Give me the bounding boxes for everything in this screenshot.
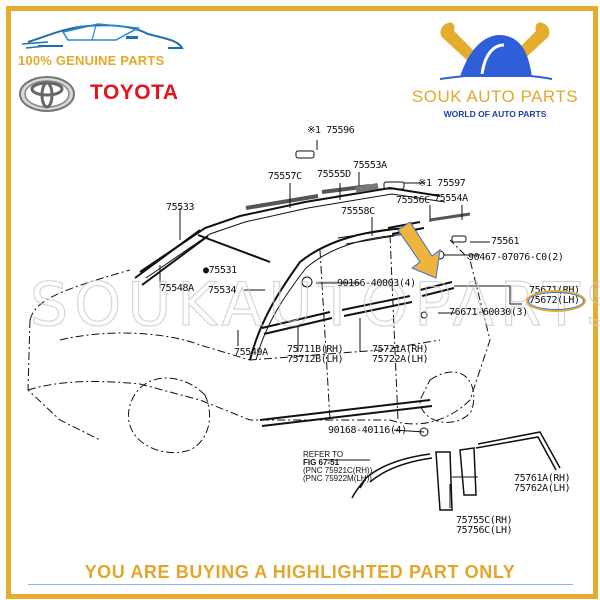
store-name: SOUK AUTO PARTS [411, 87, 579, 106]
purchase-notice: YOU ARE BUYING A HIGHLIGHTED PART ONLY [84, 562, 516, 582]
part-label-75531: ●75531 [203, 265, 237, 276]
part-label-75557c: 75557C [268, 171, 302, 182]
highlight-oval [526, 290, 586, 312]
part-label-75553a: 75553A [353, 160, 387, 171]
part-label-75762a-lh: 75762A(LH) [514, 483, 571, 494]
refer-note-line4: (PNC 75922M(LH)) [303, 474, 372, 483]
souk-auto-parts-logo: SOUK AUTO PARTS WORLD OF AUTO PARTS [400, 10, 590, 120]
highlight-arrow-icon [397, 221, 441, 279]
refer-note-line1: REFER TO [303, 450, 344, 459]
part-label-90467-07076: 90467-07076-C0(2) [468, 252, 564, 263]
part-label-75548a: 75548A [160, 283, 194, 294]
part-label-75761a-rh: 75761A(RH) [514, 473, 571, 484]
part-label-75711b-rh: 75711B(RH) [287, 344, 344, 355]
part-label-75596: ※1 75596 [307, 125, 355, 136]
part-label-75712b-lh: 75712B(LH) [287, 354, 344, 365]
toyota-emblem-icon [19, 76, 75, 112]
gold-frame [6, 6, 598, 599]
part-label-90166-40003: 90166-40003(4) [337, 278, 416, 289]
part-label-75722a-lh: 75722A(LH) [372, 354, 429, 365]
car-silhouette-icon [21, 23, 184, 49]
notice-underline [28, 584, 573, 585]
part-label-76671-60030: 76671-60030(3) [449, 307, 528, 318]
part-label-75533: 75533 [166, 202, 195, 213]
genuine-parts-badge: 100% GENUINE PARTS TOYOTA [12, 12, 192, 112]
store-tagline: WORLD OF AUTO PARTS [443, 109, 547, 119]
part-label-75556c: 75556C [396, 195, 430, 206]
part-label-75721a-rh: 75721A(RH) [372, 344, 429, 355]
part-label-90168-40116: 90168-40116(4) [328, 425, 407, 436]
part-label-75555d: 75555D [317, 169, 351, 180]
genuine-parts-tagline: 100% GENUINE PARTS [18, 53, 165, 68]
part-label-75554a: 75554A [434, 193, 468, 204]
part-label-75756c-lh: 75756C(LH) [456, 525, 513, 536]
part-label-75597: ※1 75597 [418, 178, 466, 189]
toyota-brand-name: TOYOTA [90, 81, 179, 104]
refer-note-line2: FIG 67-51 [303, 458, 340, 467]
wrenches-icon [439, 22, 553, 80]
part-label-75534: 75534 [208, 285, 237, 296]
part-label-75755c-rh: 75755C(RH) [456, 515, 513, 526]
refer-note-line3: (PNC 75921C(RH)) [303, 466, 373, 475]
part-label-75549a: 75549A [234, 347, 268, 358]
part-label-75561: 75561 [491, 236, 520, 247]
part-label-75558c: 75558C [341, 206, 375, 217]
